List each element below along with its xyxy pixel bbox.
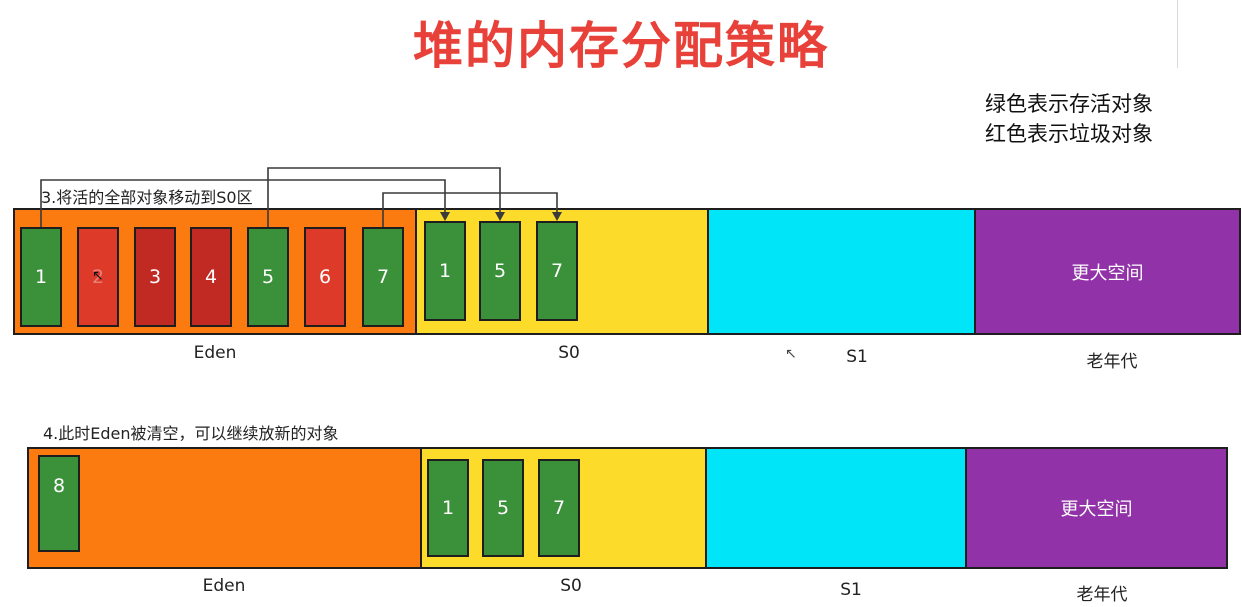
step3-old-zone: 更大空间	[974, 208, 1241, 335]
step4-s0-object-5: 5	[482, 459, 524, 557]
step3-s0-object-5: 5	[479, 221, 521, 321]
divider	[1177, 0, 1178, 68]
step4-old-zone: 更大空间	[965, 447, 1228, 569]
arrowhead-5	[495, 212, 505, 221]
step4-s1-label: S1	[840, 580, 862, 600]
step3-eden-object-2: 2	[77, 227, 119, 327]
mouse-cursor-icon: ↖	[92, 268, 104, 284]
arrowhead-7	[552, 212, 562, 221]
step4-old-space-label: 更大空间	[1060, 499, 1133, 520]
step3-eden-object-5: 5	[247, 227, 289, 327]
step4-eden-label: Eden	[202, 576, 246, 596]
step4-old-label: 老年代	[1076, 585, 1128, 605]
legend: 绿色表示存活对象 红色表示垃圾对象	[985, 89, 1153, 149]
step4-s0-object-7: 7	[538, 459, 580, 557]
step3-old-space-label: 更大空间	[1071, 262, 1144, 284]
step3-eden-label: Eden	[193, 343, 237, 363]
arrowhead-1	[440, 212, 450, 221]
legend-garbage: 红色表示垃圾对象	[985, 122, 1153, 146]
step4-s0-label: S0	[560, 576, 582, 596]
step3-eden-object-3: 3	[134, 227, 176, 327]
step3-s1-label: S1	[846, 347, 868, 367]
mouse-pointer-icon: ↖	[785, 346, 797, 362]
step4-s0-object-1: 1	[427, 459, 469, 557]
step4-eden-object-8: 8	[38, 455, 80, 552]
step4-eden-zone	[27, 447, 422, 569]
step3-caption: 3.将活的全部对象移动到S0区	[41, 188, 253, 207]
step3-eden-object-4: 4	[190, 227, 232, 327]
step3-s0-object-1: 1	[424, 221, 466, 321]
arrow-1-to-s0	[40, 179, 446, 227]
arrow-7-to-s0	[382, 192, 558, 227]
step3-eden-object-1: 1	[20, 227, 62, 327]
arrow-5-to-s0	[267, 167, 501, 227]
step3-eden-object-6: 6	[304, 227, 346, 327]
step3-s0-object-7: 7	[536, 221, 578, 321]
step3-s0-label: S0	[558, 343, 580, 363]
step4-s1-zone	[705, 447, 967, 569]
step3-old-label: 老年代	[1086, 352, 1138, 372]
page-title: 堆的内存分配策略	[413, 17, 829, 75]
step4-caption: 4.此时Eden被清空，可以继续放新的对象	[43, 424, 339, 443]
step3-eden-object-7: 7	[362, 227, 404, 327]
legend-live: 绿色表示存活对象	[985, 92, 1153, 116]
